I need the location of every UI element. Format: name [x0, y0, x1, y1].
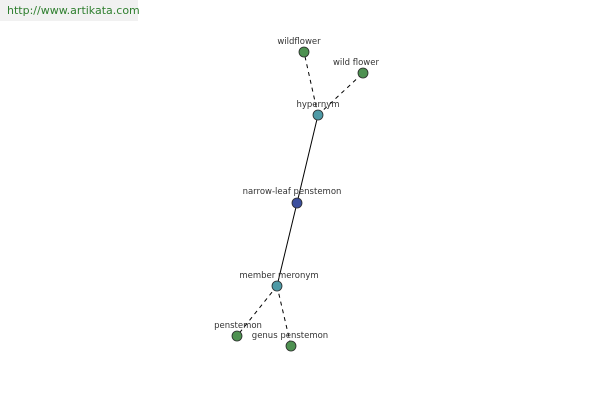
label-narrow-leaf-penstemon: narrow-leaf penstemon [243, 187, 342, 197]
node-hypernym[interactable] [312, 109, 324, 121]
label-penstemon: penstemon [214, 321, 262, 331]
edge-member-meronym-penstemon [236, 285, 278, 337]
label-wild-flower: wild flower [333, 58, 380, 68]
node-wild-flower[interactable] [357, 67, 369, 79]
node-narrow-leaf-penstemon[interactable] [291, 197, 303, 209]
label-genus-penstemon: genus penstemon [252, 331, 328, 341]
watermark-url: http://www.artikata.com [7, 4, 140, 17]
node-genus-penstemon[interactable] [285, 340, 297, 352]
edge-hypernym-wildflower [303, 51, 319, 116]
node-wildflower[interactable] [298, 46, 310, 58]
edge-hypernym-wild-flower [317, 72, 364, 116]
edge-member-meronym-genus-penstemon [276, 285, 292, 347]
edge-narrow-leaf-penstemon-hypernym [296, 114, 319, 204]
label-hypernym: hypernym [296, 100, 339, 110]
watermark-bar: http://www.artikata.com [0, 0, 140, 21]
node-member-meronym[interactable] [271, 280, 283, 292]
edge-narrow-leaf-penstemon-member-meronym [276, 202, 298, 287]
graph-edges [236, 51, 364, 347]
graph-labels: narrow-leaf penstemon hypernym wildflower w… [214, 37, 379, 341]
node-penstemon[interactable] [231, 330, 243, 342]
label-wildflower: wildflower [277, 37, 321, 47]
label-member-meronym: member meronym [239, 271, 318, 281]
graph-nodes [231, 46, 369, 352]
